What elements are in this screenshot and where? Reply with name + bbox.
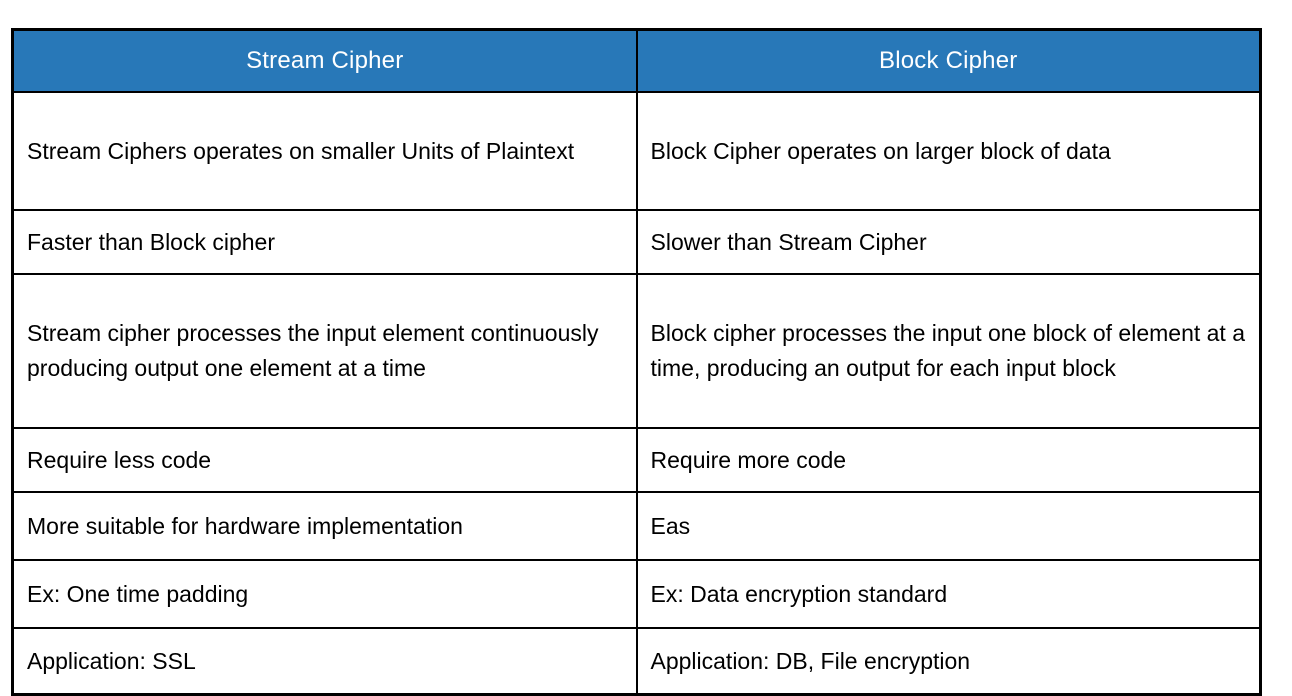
table-cell: Ex: One time padding xyxy=(11,559,638,629)
table-cell: Application: DB, File encryption xyxy=(635,627,1262,696)
comparison-table-container: Stream Cipher Block Cipher Stream Cipher… xyxy=(11,28,1262,696)
table-row: Ex: One time padding Ex: Data encryption… xyxy=(11,559,1262,629)
table-row: Require less code Require more code xyxy=(11,427,1262,493)
header-block-cipher: Block Cipher xyxy=(635,28,1262,93)
table-row: Faster than Block cipher Slower than Str… xyxy=(11,209,1262,275)
table-cell: Block cipher processes the input one blo… xyxy=(635,273,1262,429)
table-cell: Slower than Stream Cipher xyxy=(635,209,1262,275)
header-stream-cipher: Stream Cipher xyxy=(11,28,638,93)
table-row: Stream cipher processes the input elemen… xyxy=(11,273,1262,429)
table-cell: Faster than Block cipher xyxy=(11,209,638,275)
table-cell: More suitable for hardware implementatio… xyxy=(11,491,638,561)
table-cell: Block Cipher operates on larger block of… xyxy=(635,91,1262,211)
table-row: Stream Ciphers operates on smaller Units… xyxy=(11,91,1262,211)
table-cell: Stream Ciphers operates on smaller Units… xyxy=(11,91,638,211)
table-cell: Require less code xyxy=(11,427,638,493)
table-row: Application: SSL Application: DB, File e… xyxy=(11,627,1262,696)
table-cell: Require more code xyxy=(635,427,1262,493)
table-cell: Ex: Data encryption standard xyxy=(635,559,1262,629)
stream-vs-block-cipher-table: Stream Cipher Block Cipher Stream Cipher… xyxy=(11,28,1262,696)
table-cell: Application: SSL xyxy=(11,627,638,696)
table-cell: Eas xyxy=(635,491,1262,561)
table-header-row: Stream Cipher Block Cipher xyxy=(11,28,1262,93)
table-cell: Stream cipher processes the input elemen… xyxy=(11,273,638,429)
table-row: More suitable for hardware implementatio… xyxy=(11,491,1262,561)
